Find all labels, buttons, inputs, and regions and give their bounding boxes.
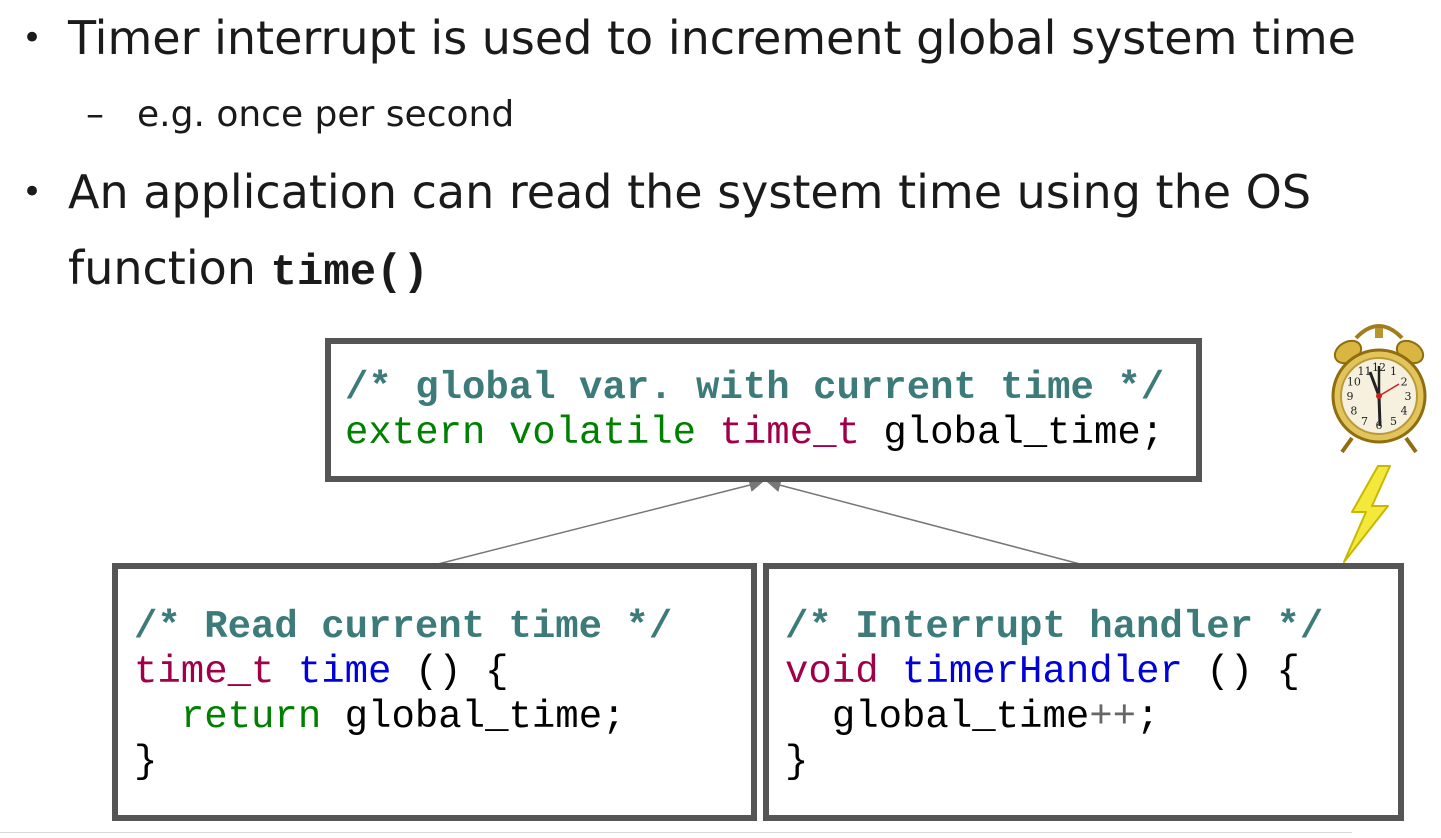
clock-numeral: 3	[1405, 390, 1412, 403]
clock-numeral: 2	[1401, 376, 1408, 389]
clock-numeral: 9	[1347, 390, 1354, 403]
bullet-2-line-2: function	[68, 241, 271, 295]
code-box-global-var: /* global var. with current time */ exte…	[325, 338, 1202, 482]
lightning-icon	[1343, 465, 1391, 563]
clock-numeral: 7	[1361, 415, 1368, 428]
closing-brace: }	[134, 740, 158, 784]
signature-rest: () {	[1206, 650, 1300, 694]
clock-numeral: 5	[1390, 415, 1397, 428]
clock-numeral: 10	[1347, 376, 1361, 389]
bullet-2-cont: function time()	[68, 230, 429, 311]
signature-rest: () {	[414, 650, 509, 694]
arrow-handler-to-global	[766, 478, 1081, 565]
indent	[134, 695, 181, 739]
var-global-time: global_time	[831, 695, 1090, 739]
inline-code-time: time()	[270, 248, 429, 298]
alarm-clock-icon: 121234567891011	[1331, 324, 1427, 454]
clock-numeral: 1	[1390, 365, 1397, 378]
arrow-read-to-global	[437, 478, 764, 565]
sub-bullet-marker: –	[86, 94, 104, 135]
clock-numeral: 8	[1350, 405, 1357, 418]
return-value: global_time;	[344, 695, 626, 739]
indent	[785, 695, 832, 739]
closing-brace: }	[785, 740, 809, 784]
keyword-volatile: volatile	[508, 411, 697, 455]
clock-numeral: 4	[1401, 405, 1408, 418]
keyword-extern: extern	[345, 411, 486, 455]
bullet-2-line-1: An application can read the system time …	[68, 165, 1312, 219]
var-global-time: global_time;	[883, 411, 1165, 455]
function-time: time	[297, 650, 392, 694]
clock-numeral: 11	[1358, 365, 1372, 378]
code-box-interrupt-handler: /* Interrupt handler */ void timerHandle…	[763, 563, 1404, 821]
bullet-1-text: Timer interrupt is used to increment glo…	[68, 11, 1356, 65]
code-box-read-time: /* Read current time */ time_t time () {…	[112, 563, 757, 821]
comment-global-var: /* global var. with current time */	[345, 366, 1165, 410]
keyword-return: return	[180, 695, 322, 739]
function-timer-handler: timerHandler	[902, 650, 1183, 694]
type-time-t: time_t	[719, 411, 860, 455]
sub-bullet-text: e.g. once per second	[137, 94, 515, 135]
bullet-marker: •	[22, 18, 43, 58]
increment-operator: ++	[1089, 695, 1137, 739]
semicolon: ;	[1136, 695, 1160, 739]
type-void: void	[785, 650, 879, 694]
bullet-marker: •	[22, 172, 43, 212]
comment-read-time: /* Read current time */	[134, 605, 673, 649]
bottom-rule	[0, 832, 1352, 833]
comment-interrupt-handler: /* Interrupt handler */	[785, 605, 1324, 649]
type-time-t: time_t	[134, 650, 275, 694]
